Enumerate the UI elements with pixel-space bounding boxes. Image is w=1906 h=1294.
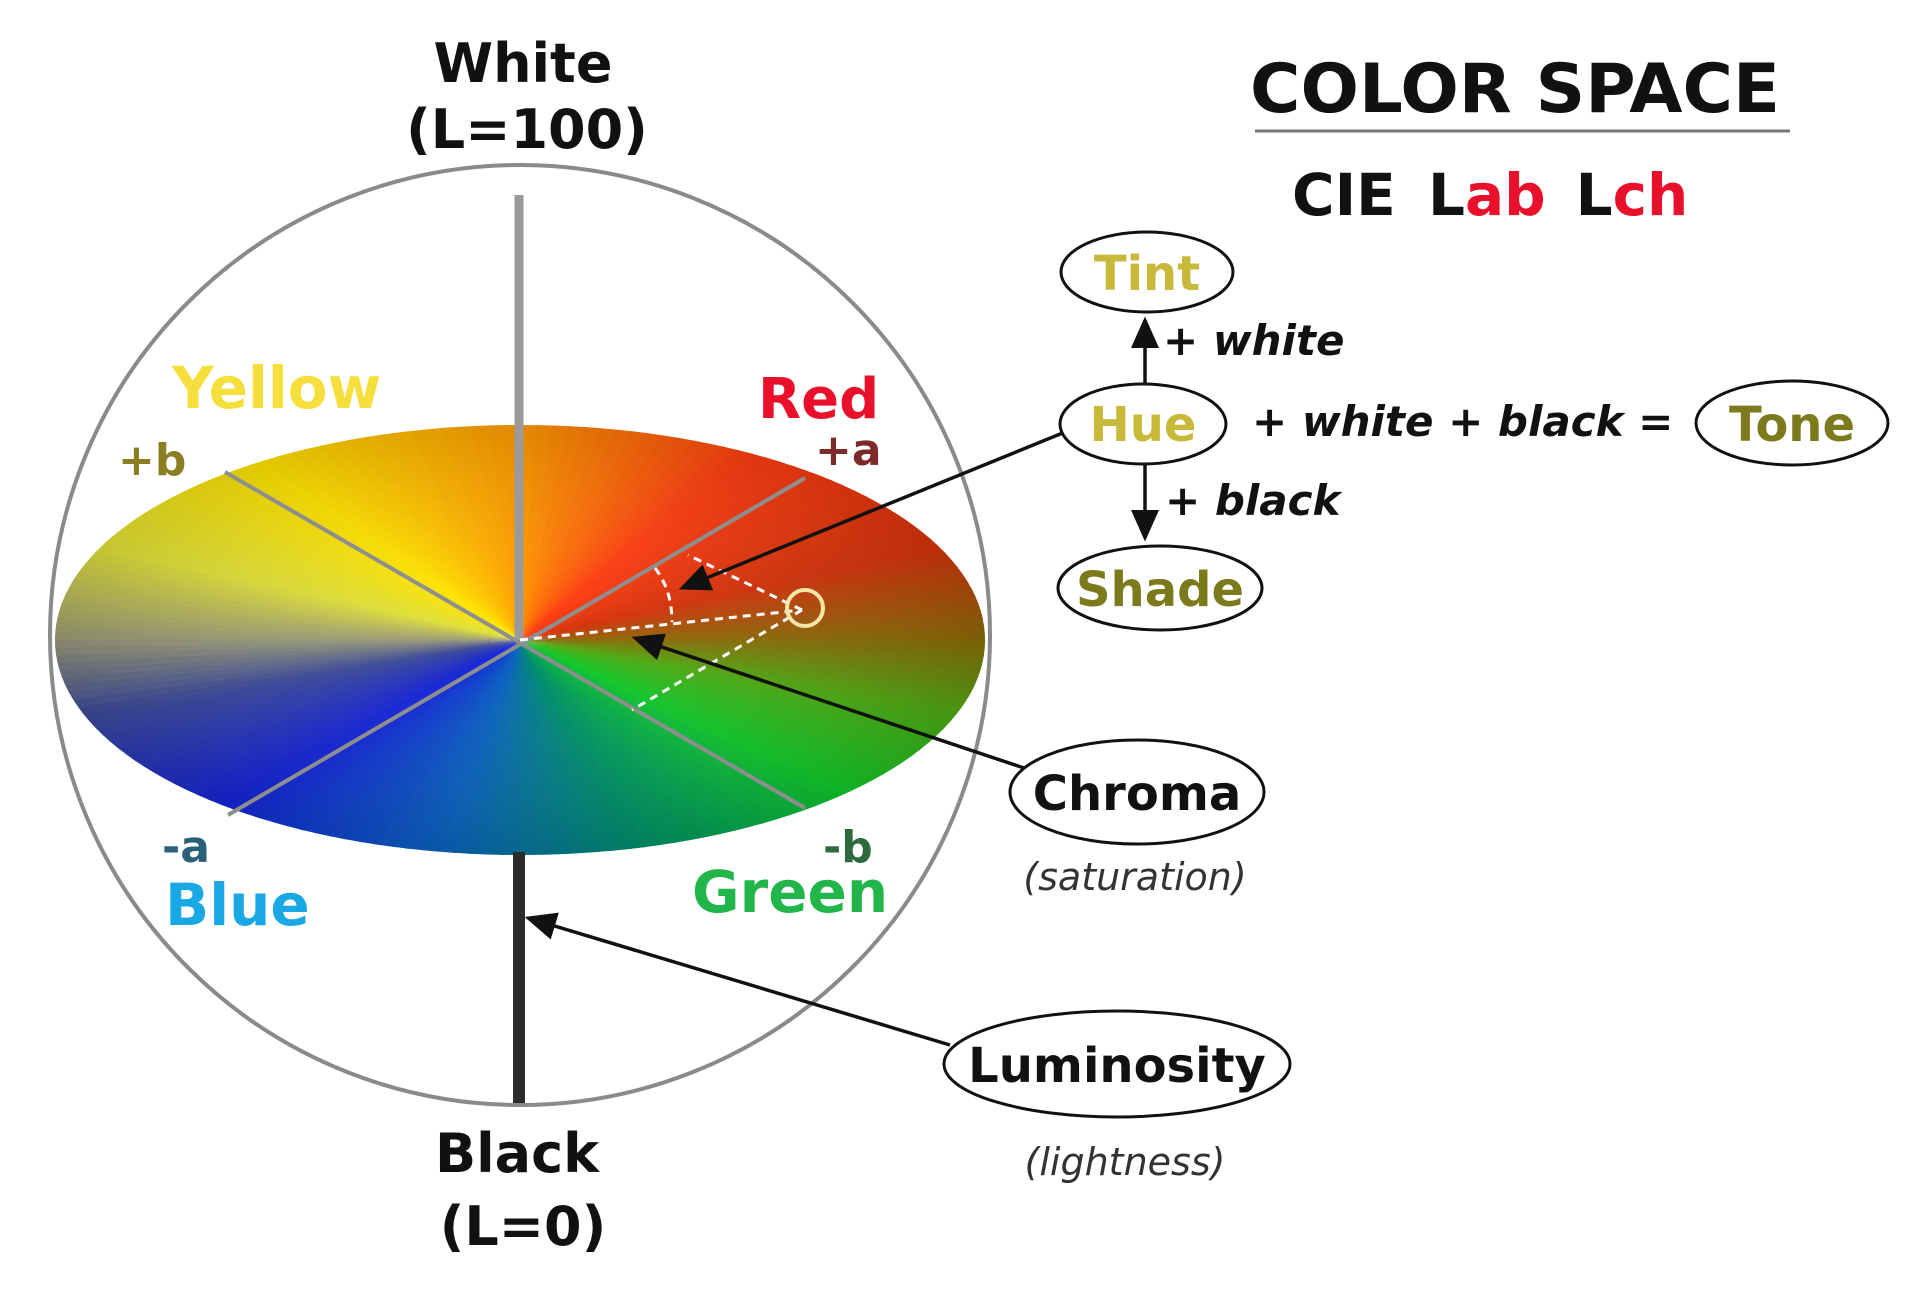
luminosity-note: (lightness) (1025, 1140, 1226, 1184)
hue-arrow (678, 428, 1071, 591)
sample-point (785, 588, 825, 628)
black-label: Black (435, 1122, 600, 1185)
subtitle-lch-l: L (1576, 161, 1613, 229)
luminosity-bubble (942, 1009, 1292, 1119)
chroma-note: (saturation) (1023, 855, 1246, 899)
subtitle-lab-ab: ab (1465, 161, 1546, 229)
white-label: White (434, 32, 613, 95)
tone-label: Tone (1729, 397, 1855, 453)
chroma-bubble (1008, 738, 1266, 846)
green-label: Green (692, 858, 888, 926)
tint-bubble (1059, 230, 1235, 314)
tone-formula-label: + white + black = (1252, 397, 1673, 446)
page-title: COLOR SPACE (1250, 50, 1780, 129)
subtitle-lch-ch: ch (1613, 161, 1689, 229)
b-minus-label: -b (823, 822, 873, 873)
tone-bubble (1694, 379, 1890, 467)
yellow-label: Yellow (171, 354, 381, 422)
white-value: (L=100) (406, 98, 648, 161)
a-axis-line (226, 476, 807, 817)
subtitle-cie: CIE (1292, 161, 1416, 229)
a-plus-label: +a (815, 425, 882, 476)
luminosity-label: Luminosity (968, 1038, 1266, 1094)
sphere-outline (48, 163, 992, 1107)
black-value: (L=0) (440, 1195, 607, 1258)
shade-label: Shade (1076, 562, 1244, 618)
subtitle-lab-l: L (1428, 161, 1465, 229)
chroma-label: Chroma (1033, 766, 1241, 822)
chroma-construction (519, 553, 803, 712)
plus-black-label: + black (1165, 476, 1344, 525)
hue-label: Hue (1090, 397, 1197, 453)
plus-white-label: + white (1163, 316, 1344, 365)
chroma-arrow (631, 633, 1031, 772)
blue-label: Blue (165, 871, 310, 939)
hue-bubble (1058, 382, 1228, 466)
b-plus-label: +b (118, 435, 186, 486)
shade-bubble (1056, 544, 1264, 632)
red-label: Red (758, 367, 879, 432)
luminosity-arrow (524, 912, 951, 1047)
a-minus-label: -a (162, 822, 210, 873)
tint-label: Tint (1094, 246, 1200, 302)
